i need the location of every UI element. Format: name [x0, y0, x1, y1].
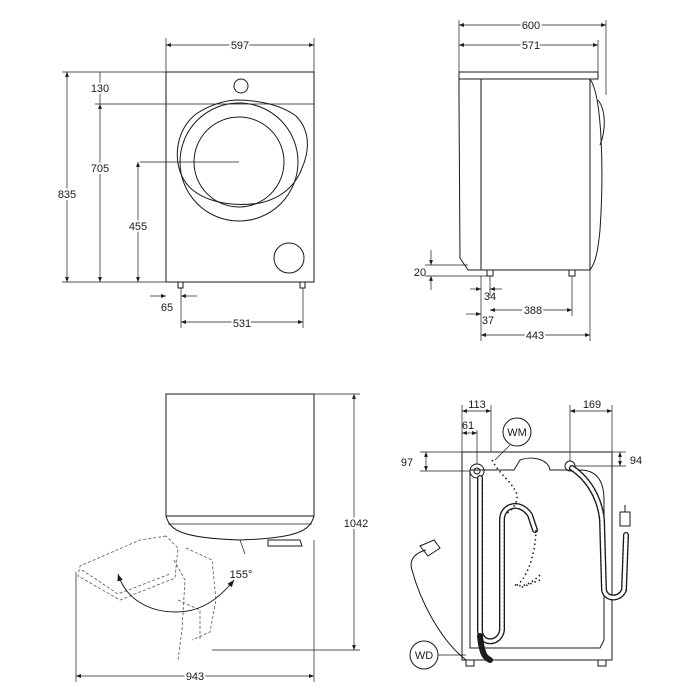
front-foot-right [299, 281, 306, 289]
program-knob [233, 78, 249, 94]
dim-inlet-x2: 61 [462, 420, 474, 432]
drain-hose-alt-route [491, 459, 518, 515]
side-door-hinge [597, 99, 605, 146]
label-wd: WD [415, 650, 433, 662]
top-door-handle [267, 539, 303, 547]
dim-front-width: 597 [231, 40, 249, 52]
power-cord [410, 549, 467, 661]
drain-hose [477, 475, 538, 645]
dim-side-depth: 600 [522, 20, 540, 32]
power-plug [419, 539, 441, 557]
side-view: 600 571 20 34 388 37 443 [414, 18, 607, 344]
dim-base-depth: 443 [526, 330, 544, 342]
dim-door-height: 705 [91, 163, 109, 175]
rear-body [461, 451, 613, 661]
dim-door-angle: 155° [230, 569, 253, 581]
wm-callout [502, 417, 532, 447]
dim-outlet-x: 169 [583, 399, 601, 411]
top-door-front [165, 515, 315, 541]
dim-total-height: 835 [58, 189, 76, 201]
door-angle-arc [117, 573, 235, 613]
label-wm: WM [507, 427, 527, 439]
drain-hose-lower [477, 633, 493, 663]
dim-side-foot-span: 388 [524, 305, 542, 317]
dim-foot-span: 531 [233, 318, 251, 330]
dim-foot-offset: 65 [161, 302, 173, 314]
dim-door-center-height: 455 [129, 221, 147, 233]
top-body [165, 393, 315, 517]
door-open-view: 155° 1042 943 [75, 393, 370, 685]
dim-inlet-y: 97 [401, 457, 413, 469]
dim-open-height: 1042 [344, 518, 368, 530]
dim-foot-clearance: 20 [414, 267, 426, 279]
dim-outlet-y: 94 [630, 455, 642, 467]
front-view: 597 835 130 705 455 65 531 [56, 38, 315, 332]
open-door-outline [77, 535, 179, 601]
side-worktop [458, 71, 599, 80]
filter-cover [273, 242, 305, 274]
dim-foot-inset: 34 [484, 291, 496, 303]
inlet-hose [569, 465, 629, 601]
side-foot-rear [568, 269, 576, 277]
side-body [480, 78, 591, 271]
front-body [165, 71, 315, 283]
front-foot-left [177, 281, 184, 289]
rear-foot-right [597, 659, 607, 667]
dim-panel-height: 130 [91, 83, 109, 95]
dim-bottom-offset: 37 [482, 315, 494, 327]
side-foot-front [486, 269, 494, 277]
side-rear-panel [589, 78, 603, 271]
rear-foot-left [465, 659, 475, 667]
dim-open-depth: 943 [186, 671, 204, 683]
dim-inlet-x: 113 [468, 399, 486, 411]
dim-body-depth: 571 [522, 40, 540, 52]
inlet-hose-connector [619, 511, 631, 527]
side-door-bulge [458, 78, 482, 271]
door-bezel [176, 99, 308, 205]
rear-inner-panel [469, 457, 605, 649]
rear-view: WM WD 113 61 169 97 94 [401, 398, 642, 670]
